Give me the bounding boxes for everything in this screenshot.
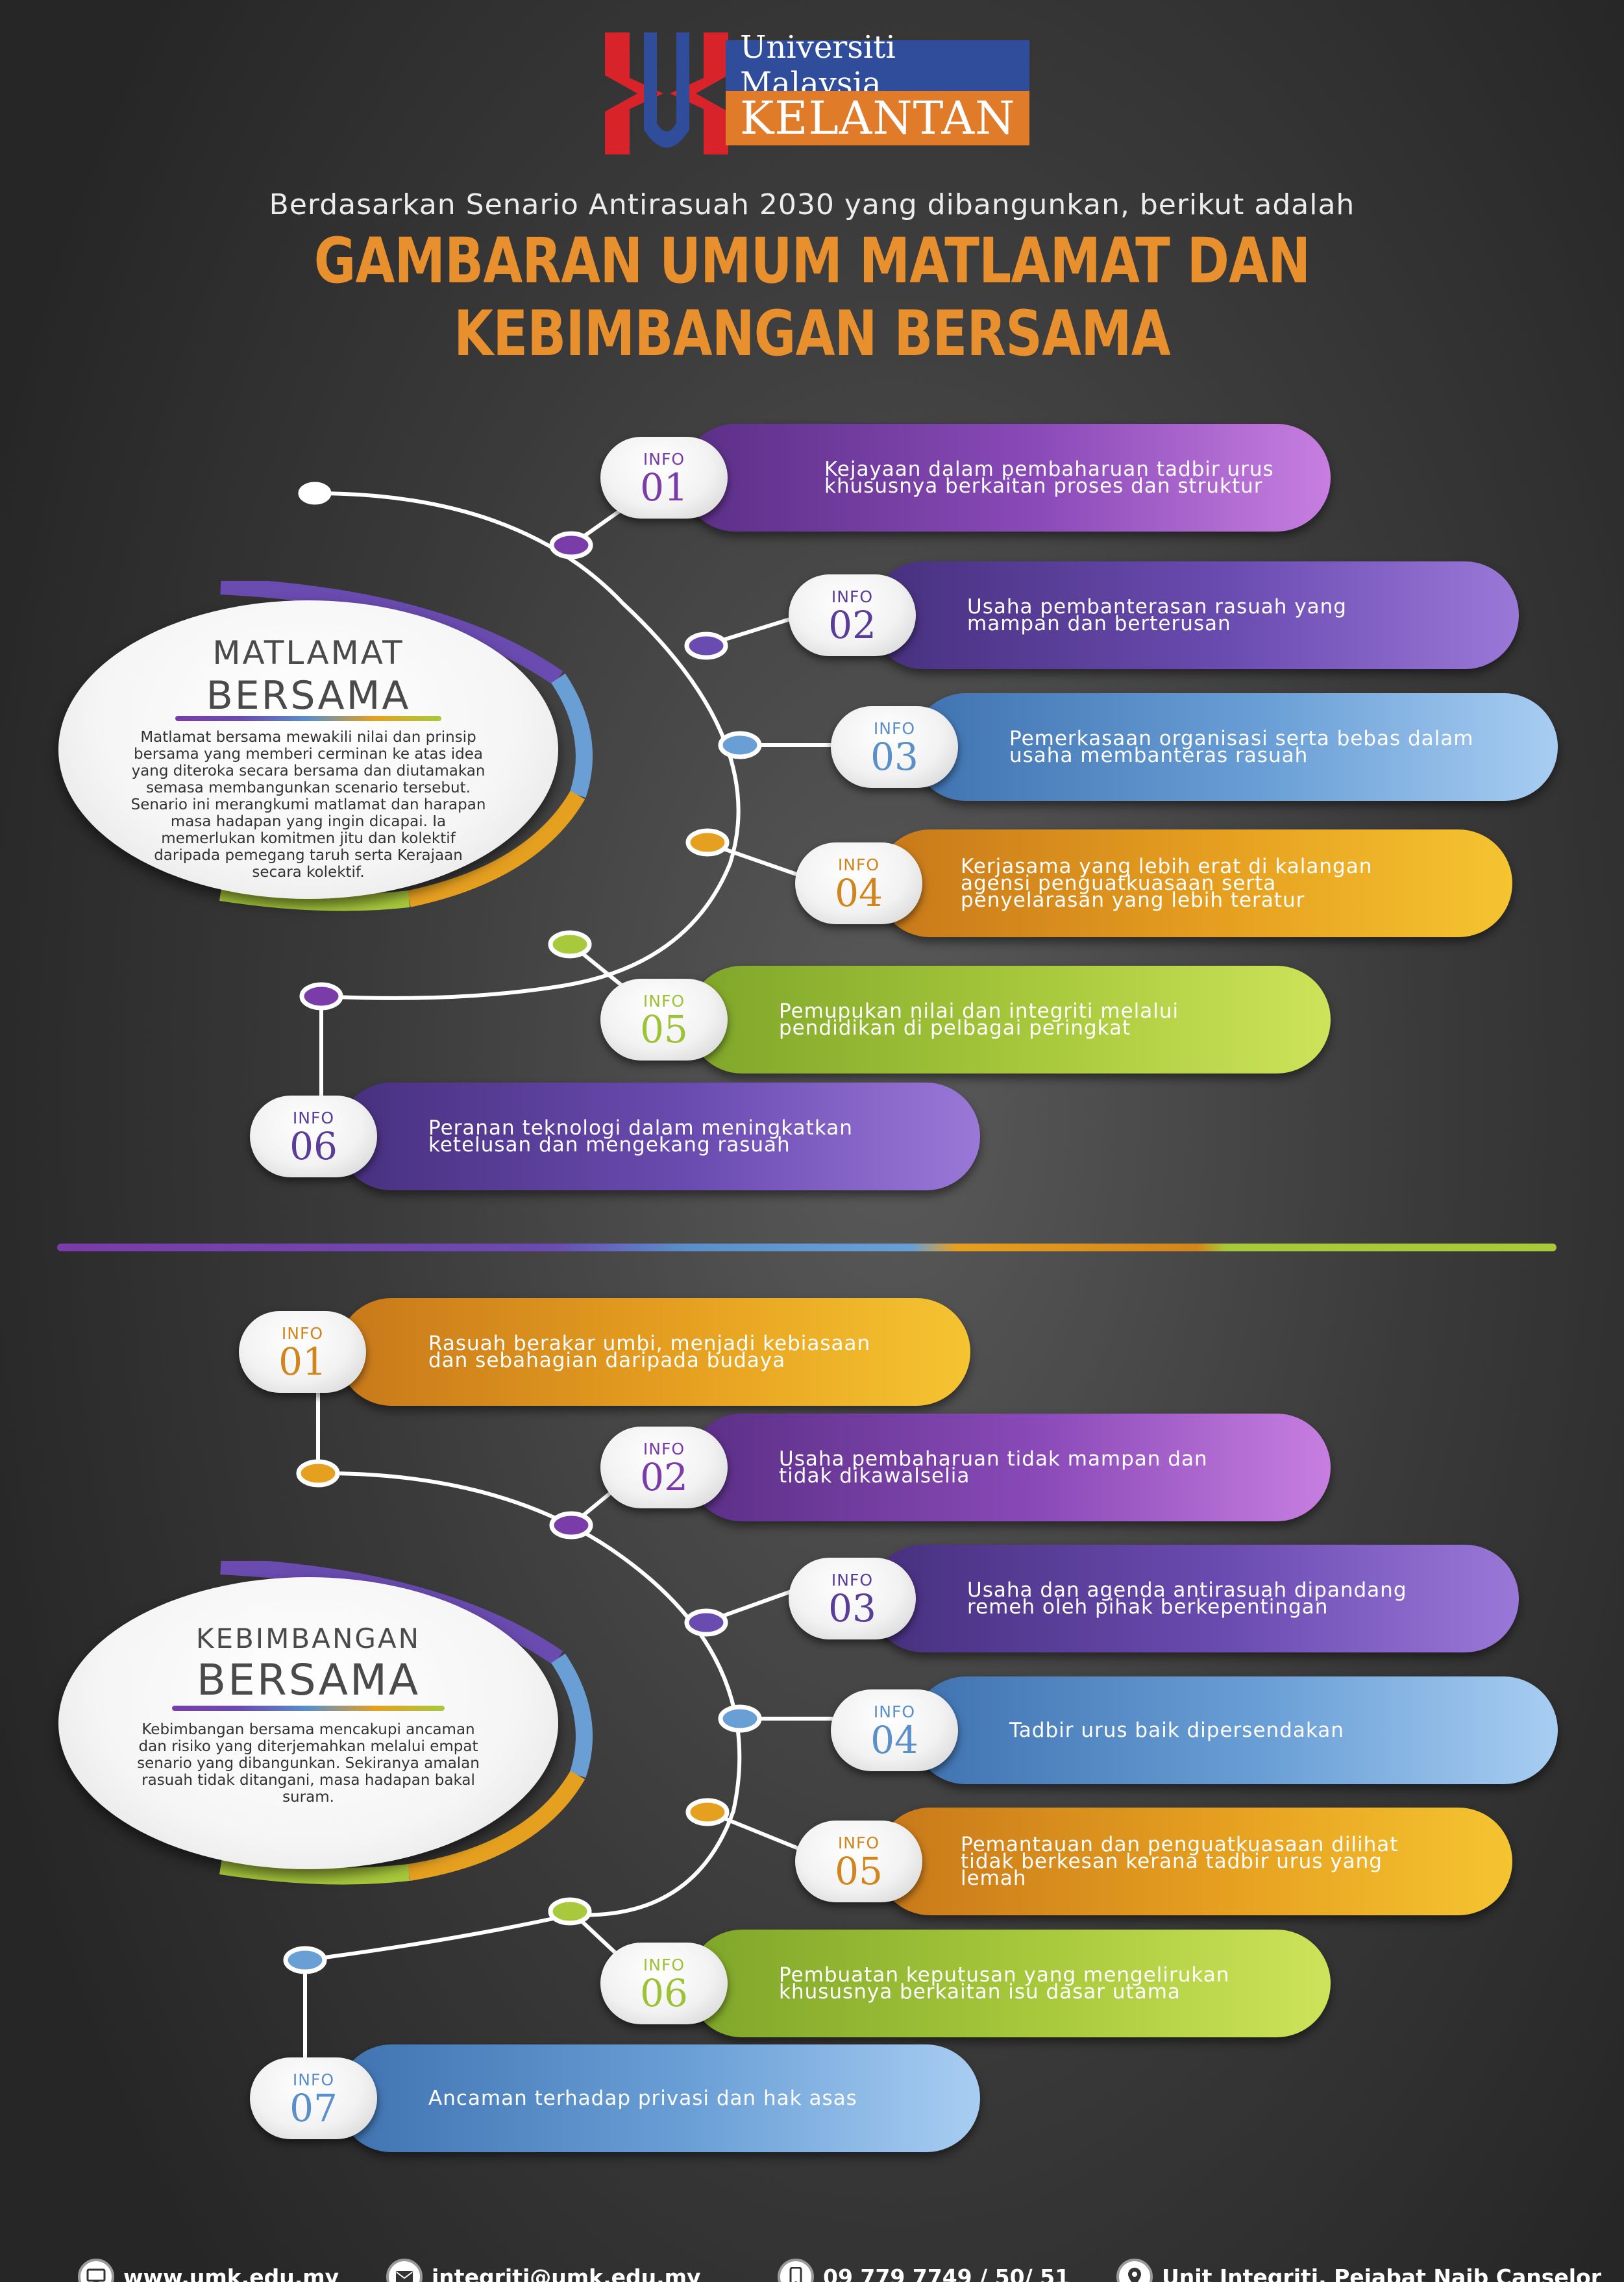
badge-label: INFO [643, 1440, 685, 1458]
matlamat-item-3: Pemerkasaan organisasi serta bebas dalam… [912, 693, 1558, 801]
matlamat-item-1-text: Kejayaan dalam pembaharuan tadbir urus k… [824, 458, 1274, 498]
kebimbangan-badge-4: INFO 04 [831, 1689, 958, 1771]
badge-label: INFO [873, 1702, 916, 1721]
matlamat-item-3-text: Pemerkasaan organisasi serta bebas dalam… [1009, 727, 1474, 767]
footer-email-text[interactable]: integriti@umk.edu.my [432, 2264, 701, 2282]
kebimbangan-underline [172, 1706, 445, 1711]
badge-number: 06 [289, 1124, 338, 1168]
phone-icon [778, 2259, 814, 2282]
matlamat-title-line2: BERSAMA [206, 673, 411, 718]
footer-email[interactable]: integriti@umk.edu.my [386, 2259, 701, 2282]
badge-label: INFO [831, 587, 874, 606]
matlamat-badge-1: INFO 01 [600, 437, 728, 519]
kebimbangan-badge-1: INFO 01 [239, 1311, 366, 1393]
matlamat-body: Matlamat bersama mewakili nilai dan prin… [130, 729, 486, 881]
matlamat-item-1: Kejayaan dalam pembaharuan tadbir urus k… [682, 424, 1331, 532]
kebimbangan-badge-5: INFO 05 [795, 1821, 922, 1902]
badge-label: INFO [292, 1109, 335, 1127]
matlamat-item-6-text: Peranan teknologi dalam meningkatkan ket… [428, 1116, 853, 1157]
badge-number: 04 [835, 871, 883, 915]
badge-number: 02 [640, 1455, 688, 1499]
badge-number: 07 [289, 2086, 338, 2130]
kebimbangan-item-2-text: Usaha pembaharuan tidak mampan dan tidak… [779, 1447, 1208, 1488]
badge-number: 05 [835, 1849, 883, 1893]
kebimbangan-item-2: Usaha pembaharuan tidak mampan dan tidak… [688, 1414, 1331, 1521]
footer-phone[interactable]: 09 779 7749 / 50/ 51 [778, 2259, 1070, 2282]
location-pin-icon [1116, 2259, 1153, 2282]
badge-number: 05 [640, 1007, 688, 1051]
badge-label: INFO [873, 719, 916, 738]
kebimbangan-item-4: Tadbir urus baik dipersendakan [912, 1676, 1558, 1784]
badge-label: INFO [643, 1956, 685, 1974]
badge-number: 03 [870, 735, 918, 779]
matlamat-badge-5: INFO 05 [600, 979, 728, 1061]
section-divider [57, 1244, 1556, 1251]
kebimbangan-item-4-text: Tadbir urus baik dipersendakan [1009, 1719, 1344, 1742]
matlamat-title-line1: MATLAMAT [212, 634, 404, 672]
badge-label: INFO [837, 1834, 880, 1852]
matlamat-badge-3: INFO 03 [831, 706, 958, 788]
matlamat-badge-6: INFO 06 [250, 1096, 377, 1177]
footer-address: Unit Integriti, Pejabat Naib Canselor [1116, 2259, 1601, 2282]
kebimbangan-item-6: Pembuatan keputusan yang mengelirukan kh… [688, 1930, 1331, 2037]
badge-label: INFO [281, 1324, 324, 1343]
kebimbangan-title-line2: BERSAMA [196, 1655, 421, 1705]
kebimbangan-item-1: Rasuah berakar umbi, menjadi kebiasaan d… [338, 1298, 970, 1406]
badge-label: INFO [292, 2070, 335, 2089]
matlamat-item-2: Usaha pembanterasan rasuah yang mampan d… [870, 561, 1519, 669]
matlamat-item-5-text: Pemupukan nilai dan integriti melalui pe… [779, 1000, 1179, 1040]
kebimbangan-title-line1: KEBIMBANGAN [195, 1623, 421, 1654]
kebimbangan-badge-6: INFO 06 [600, 1943, 728, 2024]
badge-label: INFO [831, 1571, 874, 1589]
header-subtitle: Berdasarkan Senario Antirasuah 2030 yang… [269, 188, 1355, 221]
badge-label: INFO [643, 450, 685, 469]
kebimbangan-item-3-text: Usaha dan agenda antirasuah dipandang re… [967, 1578, 1407, 1619]
kebimbangan-item-1-text: Rasuah berakar umbi, menjadi kebiasaan d… [428, 1332, 871, 1372]
kebimbangan-badge-3: INFO 03 [789, 1558, 916, 1639]
monitor-icon [78, 2259, 114, 2282]
kebimbangan-item-7: Ancaman terhadap privasi dan hak asas [338, 2044, 980, 2152]
matlamat-card: MATLAMAT BERSAMA Matlamat bersama mewaki… [58, 600, 558, 899]
kebimbangan-item-5-text: Pemantauan dan penguatkuasaan dilihat ti… [961, 1833, 1399, 1890]
footer-address-text: Unit Integriti, Pejabat Naib Canselor [1162, 2264, 1601, 2282]
kebimbangan-item-7-text: Ancaman terhadap privasi dan hak asas [428, 2087, 857, 2110]
badge-number: 02 [828, 603, 876, 647]
badge-number: 06 [640, 1971, 688, 2015]
matlamat-badge-4: INFO 04 [795, 842, 922, 924]
umk-logo-icon [605, 32, 728, 154]
matlamat-item-4: Kerjasama yang lebih erat di kalangan ag… [876, 829, 1512, 937]
kebimbangan-card: KEBIMBANGAN BERSAMA Kebimbangan bersama … [58, 1577, 558, 1869]
logo-text-kelantan: KELANTAN [726, 91, 1029, 145]
badge-number: 01 [278, 1340, 326, 1384]
page-title: GAMBARAN UMUM MATLAMAT DAN KEBIMBANGAN B… [314, 225, 1310, 370]
matlamat-item-2-text: Usaha pembanterasan rasuah yang mampan d… [967, 595, 1347, 635]
logo-text-universiti: Universiti Malaysia [726, 29, 1029, 102]
matlamat-item-4-text: Kerjasama yang lebih erat di kalangan ag… [961, 855, 1373, 912]
badge-number: 04 [870, 1718, 918, 1762]
kebimbangan-item-3: Usaha dan agenda antirasuah dipandang re… [870, 1545, 1519, 1652]
footer-phone-text[interactable]: 09 779 7749 / 50/ 51 [823, 2264, 1070, 2282]
mail-icon [386, 2259, 423, 2282]
kebimbangan-item-6-text: Pembuatan keputusan yang mengelirukan kh… [779, 1963, 1230, 2004]
kebimbangan-badge-2: INFO 02 [600, 1427, 728, 1508]
kebimbangan-body: Kebimbangan bersama mencakupi ancaman da… [137, 1721, 480, 1806]
matlamat-badge-2: INFO 02 [789, 574, 916, 656]
badge-number: 01 [640, 465, 688, 509]
matlamat-item-6: Peranan teknologi dalam meningkatkan ket… [338, 1083, 980, 1190]
badge-label: INFO [643, 992, 685, 1011]
matlamat-item-5: Pemupukan nilai dan integriti melalui pe… [688, 966, 1331, 1074]
footer-website[interactable]: www.umk.edu.my [78, 2259, 339, 2282]
badge-label: INFO [837, 855, 880, 874]
kebimbangan-item-5: Pemantauan dan penguatkuasaan dilihat ti… [876, 1808, 1512, 1915]
footer-website-text[interactable]: www.umk.edu.my [123, 2264, 339, 2282]
badge-number: 03 [828, 1586, 876, 1630]
matlamat-underline [175, 716, 441, 721]
kebimbangan-badge-7: INFO 07 [250, 2057, 377, 2139]
